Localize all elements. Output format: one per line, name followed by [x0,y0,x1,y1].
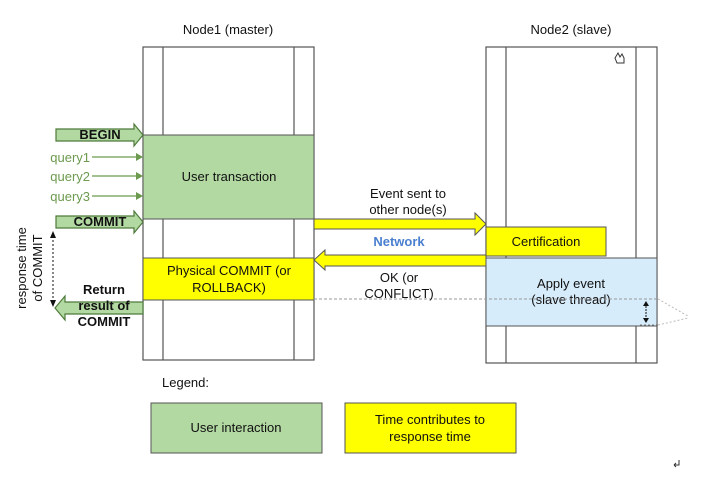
return-result-arrow [54,294,144,322]
response-time-label-line2: of COMMIT [30,234,45,301]
apply-event-box [485,257,658,327]
response-time-marker [50,231,56,307]
begin-label: BEGIN [79,127,120,142]
query1-arrow [92,153,143,161]
physical-commit-box [142,257,315,301]
query3-arrow [92,192,143,200]
query1-label: query1 [50,150,90,165]
event-sent-label-line1: Event sent to [370,186,446,201]
query2-label: query2 [50,169,90,184]
cursor-icon [614,51,625,64]
legend-response-time-label-line1: Time contributes to [375,412,485,427]
ok-arrow [313,248,487,272]
query3-label: query3 [50,189,90,204]
commit-label: COMMIT [74,214,127,229]
network-label: Network [373,234,425,249]
node1-title: Node1 (master) [183,22,273,37]
return-label-line1: Return [83,282,125,297]
guide-tail-1 [657,298,689,317]
query2-arrow [92,172,143,180]
return-label-line2: result of [78,298,130,313]
response-time-label-line1: response time [14,227,29,309]
user-transaction-label: User transaction [182,169,277,184]
event-sent-arrow [313,211,487,237]
legend-user-interaction-swatch [150,402,323,454]
certification-label: Certification [512,234,581,249]
ok-label-line2: CONFLICT) [364,286,433,301]
apply-duration-marker [643,301,649,323]
guide-tail-2 [657,317,689,326]
legend-title: Legend: [162,375,209,390]
begin-arrow [55,122,144,148]
legend-user-interaction-label: User interaction [190,420,281,435]
event-sent-label-line2: other node(s) [369,202,446,217]
apply-event-label-line1: Apply event [537,276,605,291]
certification-box [485,226,607,257]
legend-response-time-swatch [344,402,517,454]
commit-arrow [55,209,144,235]
legend-response-time-label-line2: response time [389,429,471,444]
ok-label-line1: OK (or [380,270,419,285]
user-transaction-box [142,134,315,220]
return-glyph-icon [673,460,680,468]
physical-commit-label-line2: ROLLBACK) [192,280,266,295]
node2-title: Node2 (slave) [531,22,612,37]
physical-commit-label-line1: Physical COMMIT (or [167,263,292,278]
return-label-line3: COMMIT [78,314,131,329]
